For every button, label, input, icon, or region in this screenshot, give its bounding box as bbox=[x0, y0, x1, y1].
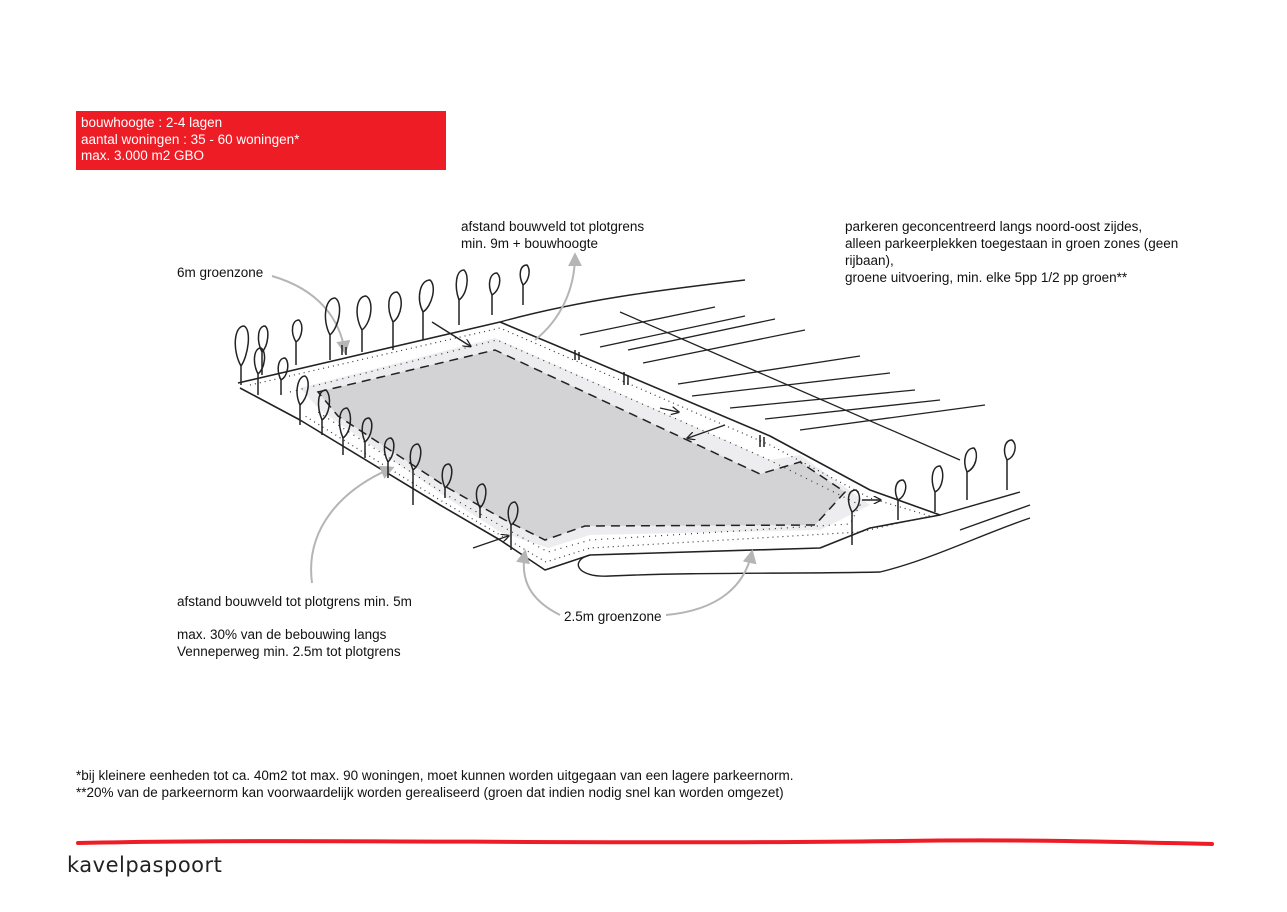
label-2-5m-groenzone: 2.5m groenzone bbox=[564, 609, 662, 624]
callout-arrows bbox=[271, 252, 757, 616]
building-field bbox=[318, 350, 845, 540]
label-afstand-top-line1: afstand bouwveld tot plotgrens bbox=[461, 219, 645, 234]
spec-dwelling-count: aantal woningen : 35 - 60 woningen* bbox=[81, 131, 300, 147]
label-parkeren: parkeren geconcentreerd langs noord-oost… bbox=[845, 218, 1178, 286]
label-afstand-top-line2: min. 9m + bouwhoogte bbox=[461, 236, 598, 251]
spec-max-gbo: max. 3.000 m2 GBO bbox=[81, 148, 205, 163]
road-line-east-2 bbox=[959, 504, 1031, 531]
specs-box: bouwhoogte : 2-4 lagen aantal woningen :… bbox=[76, 111, 446, 170]
spec-building-height: bouwhoogte : 2-4 lagen bbox=[81, 115, 223, 130]
label-afstand-left: afstand bouwveld tot plotgrens min. 5m bbox=[177, 594, 412, 609]
brand-logo: kavelpaspoort bbox=[67, 853, 223, 877]
label-parkeren-line2: alleen parkeerplekken toegestaan in groe… bbox=[845, 236, 1179, 251]
road-bottom bbox=[577, 517, 1031, 577]
label-max30-line1: max. 30% van de bebouwing langs bbox=[177, 627, 387, 642]
label-afstand-top: afstand bouwveld tot plotgrens min. 9m +… bbox=[461, 218, 644, 252]
label-parkeren-line1: parkeren geconcentreerd langs noord-oost… bbox=[845, 219, 1143, 234]
brand-underline bbox=[76, 838, 1214, 846]
parking-stripes bbox=[579, 306, 986, 431]
label-6m-groenzone: 6m groenzone bbox=[177, 265, 264, 280]
trees bbox=[234, 264, 1016, 550]
dimension-arrows bbox=[431, 321, 880, 549]
build-line-dashed bbox=[316, 349, 847, 541]
label-max30-line2: Venneperweg min. 2.5m tot plotgrens bbox=[177, 644, 401, 659]
diagonal-road bbox=[619, 311, 961, 461]
footnote-1: *bij kleinere eenheden tot ca. 40m2 tot … bbox=[76, 768, 794, 783]
road-line-east bbox=[939, 491, 1021, 516]
footnotes: *bij kleinere eenheden tot ca. 40m2 tot … bbox=[76, 767, 793, 801]
road-line-top bbox=[499, 279, 746, 323]
label-max30: max. 30% van de bebouwing langs Venneper… bbox=[177, 626, 401, 660]
label-parkeren-line3: rijbaan), bbox=[845, 253, 894, 268]
plot-outline bbox=[237, 321, 941, 571]
footnote-2: **20% van de parkeernorm kan voorwaardel… bbox=[76, 785, 784, 800]
label-parkeren-line4: groene uitvoering, min. elke 5pp 1/2 pp … bbox=[845, 270, 1128, 285]
